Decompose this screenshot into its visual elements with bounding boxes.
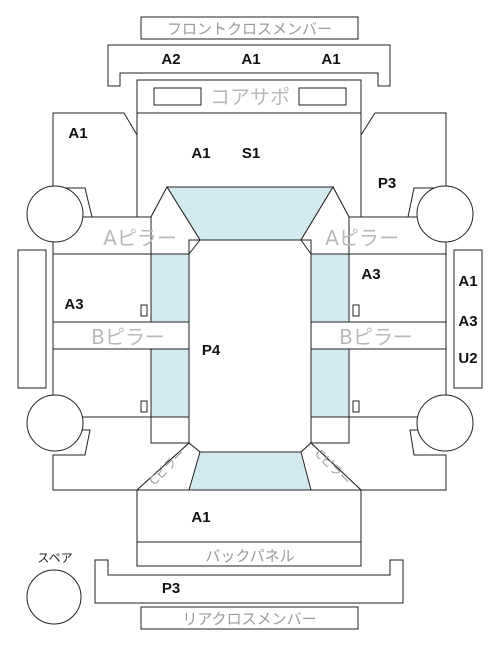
front-right-fender-grade: P3 — [378, 175, 396, 192]
left-rocker-panel — [17, 249, 47, 389]
trunk: A1 — [136, 489, 362, 543]
tire-rear-left — [26, 394, 84, 452]
left-rear-quarter: Cピラー — [52, 416, 201, 491]
back-panel-label: バックパネル — [205, 547, 294, 565]
hood-grade: A1 — [191, 145, 210, 162]
front-cross-member-label: フロントクロスメンバー — [167, 20, 332, 38]
front-member-grade-center: A1 — [241, 51, 260, 68]
b-pillar-left: Bピラー — [52, 321, 190, 350]
hood-grade-s: S1 — [242, 145, 260, 162]
right-front-door-grade: A3 — [361, 266, 380, 283]
trunk-grade: A1 — [191, 509, 210, 526]
core-support-label: コアサポ — [210, 85, 290, 109]
b-pillar-left-label: Bピラー — [91, 325, 165, 349]
right-side-grade-3: U2 — [458, 350, 477, 367]
rear-cross-member: リアクロスメンバー — [140, 606, 359, 630]
tire-front-right — [416, 185, 474, 243]
b-pillar-right: Bピラー — [310, 321, 447, 350]
left-doors-grade: A3 — [64, 296, 83, 313]
b-pillar-right-label: Bピラー — [339, 325, 413, 349]
left-rear-window — [150, 348, 190, 418]
back-panel: バックパネル — [136, 541, 362, 567]
spare-tire: スペア — [26, 551, 82, 625]
rear-bumper: P3 — [94, 559, 404, 604]
front-right-fender: P3 — [360, 112, 447, 218]
core-support: コアサポ — [136, 79, 362, 114]
rear-cross-member-label: リアクロスメンバー — [182, 610, 316, 628]
right-rear-window — [310, 348, 350, 418]
roof: P4 — [188, 239, 312, 453]
left-front-window — [150, 253, 190, 323]
rear-member-grade: P3 — [162, 580, 180, 597]
front-member-grade-left: A2 — [161, 51, 180, 68]
tire-front-left — [26, 185, 84, 243]
front-member-grade-right: A1 — [321, 51, 340, 68]
right-rocker-panel: A1 A3 U2 — [453, 249, 483, 389]
roof-grade: P4 — [202, 342, 221, 359]
rear-window — [188, 451, 312, 491]
tire-rear-right — [416, 394, 474, 452]
front-cross-member: フロントクロスメンバー — [140, 16, 359, 40]
a-pillar-right-label: Aピラー — [325, 226, 399, 250]
front-bumper: A2 A1 A1 — [107, 44, 391, 87]
a-pillar-left-label: Aピラー — [103, 226, 177, 250]
left-doors: A3 — [52, 253, 152, 418]
front-left-fender-grade: A1 — [68, 125, 87, 142]
spare-label: スペア — [37, 551, 72, 565]
right-side-grade-2: A3 — [458, 313, 477, 330]
right-front-window — [310, 253, 350, 323]
right-side-grade-1: A1 — [458, 273, 477, 290]
